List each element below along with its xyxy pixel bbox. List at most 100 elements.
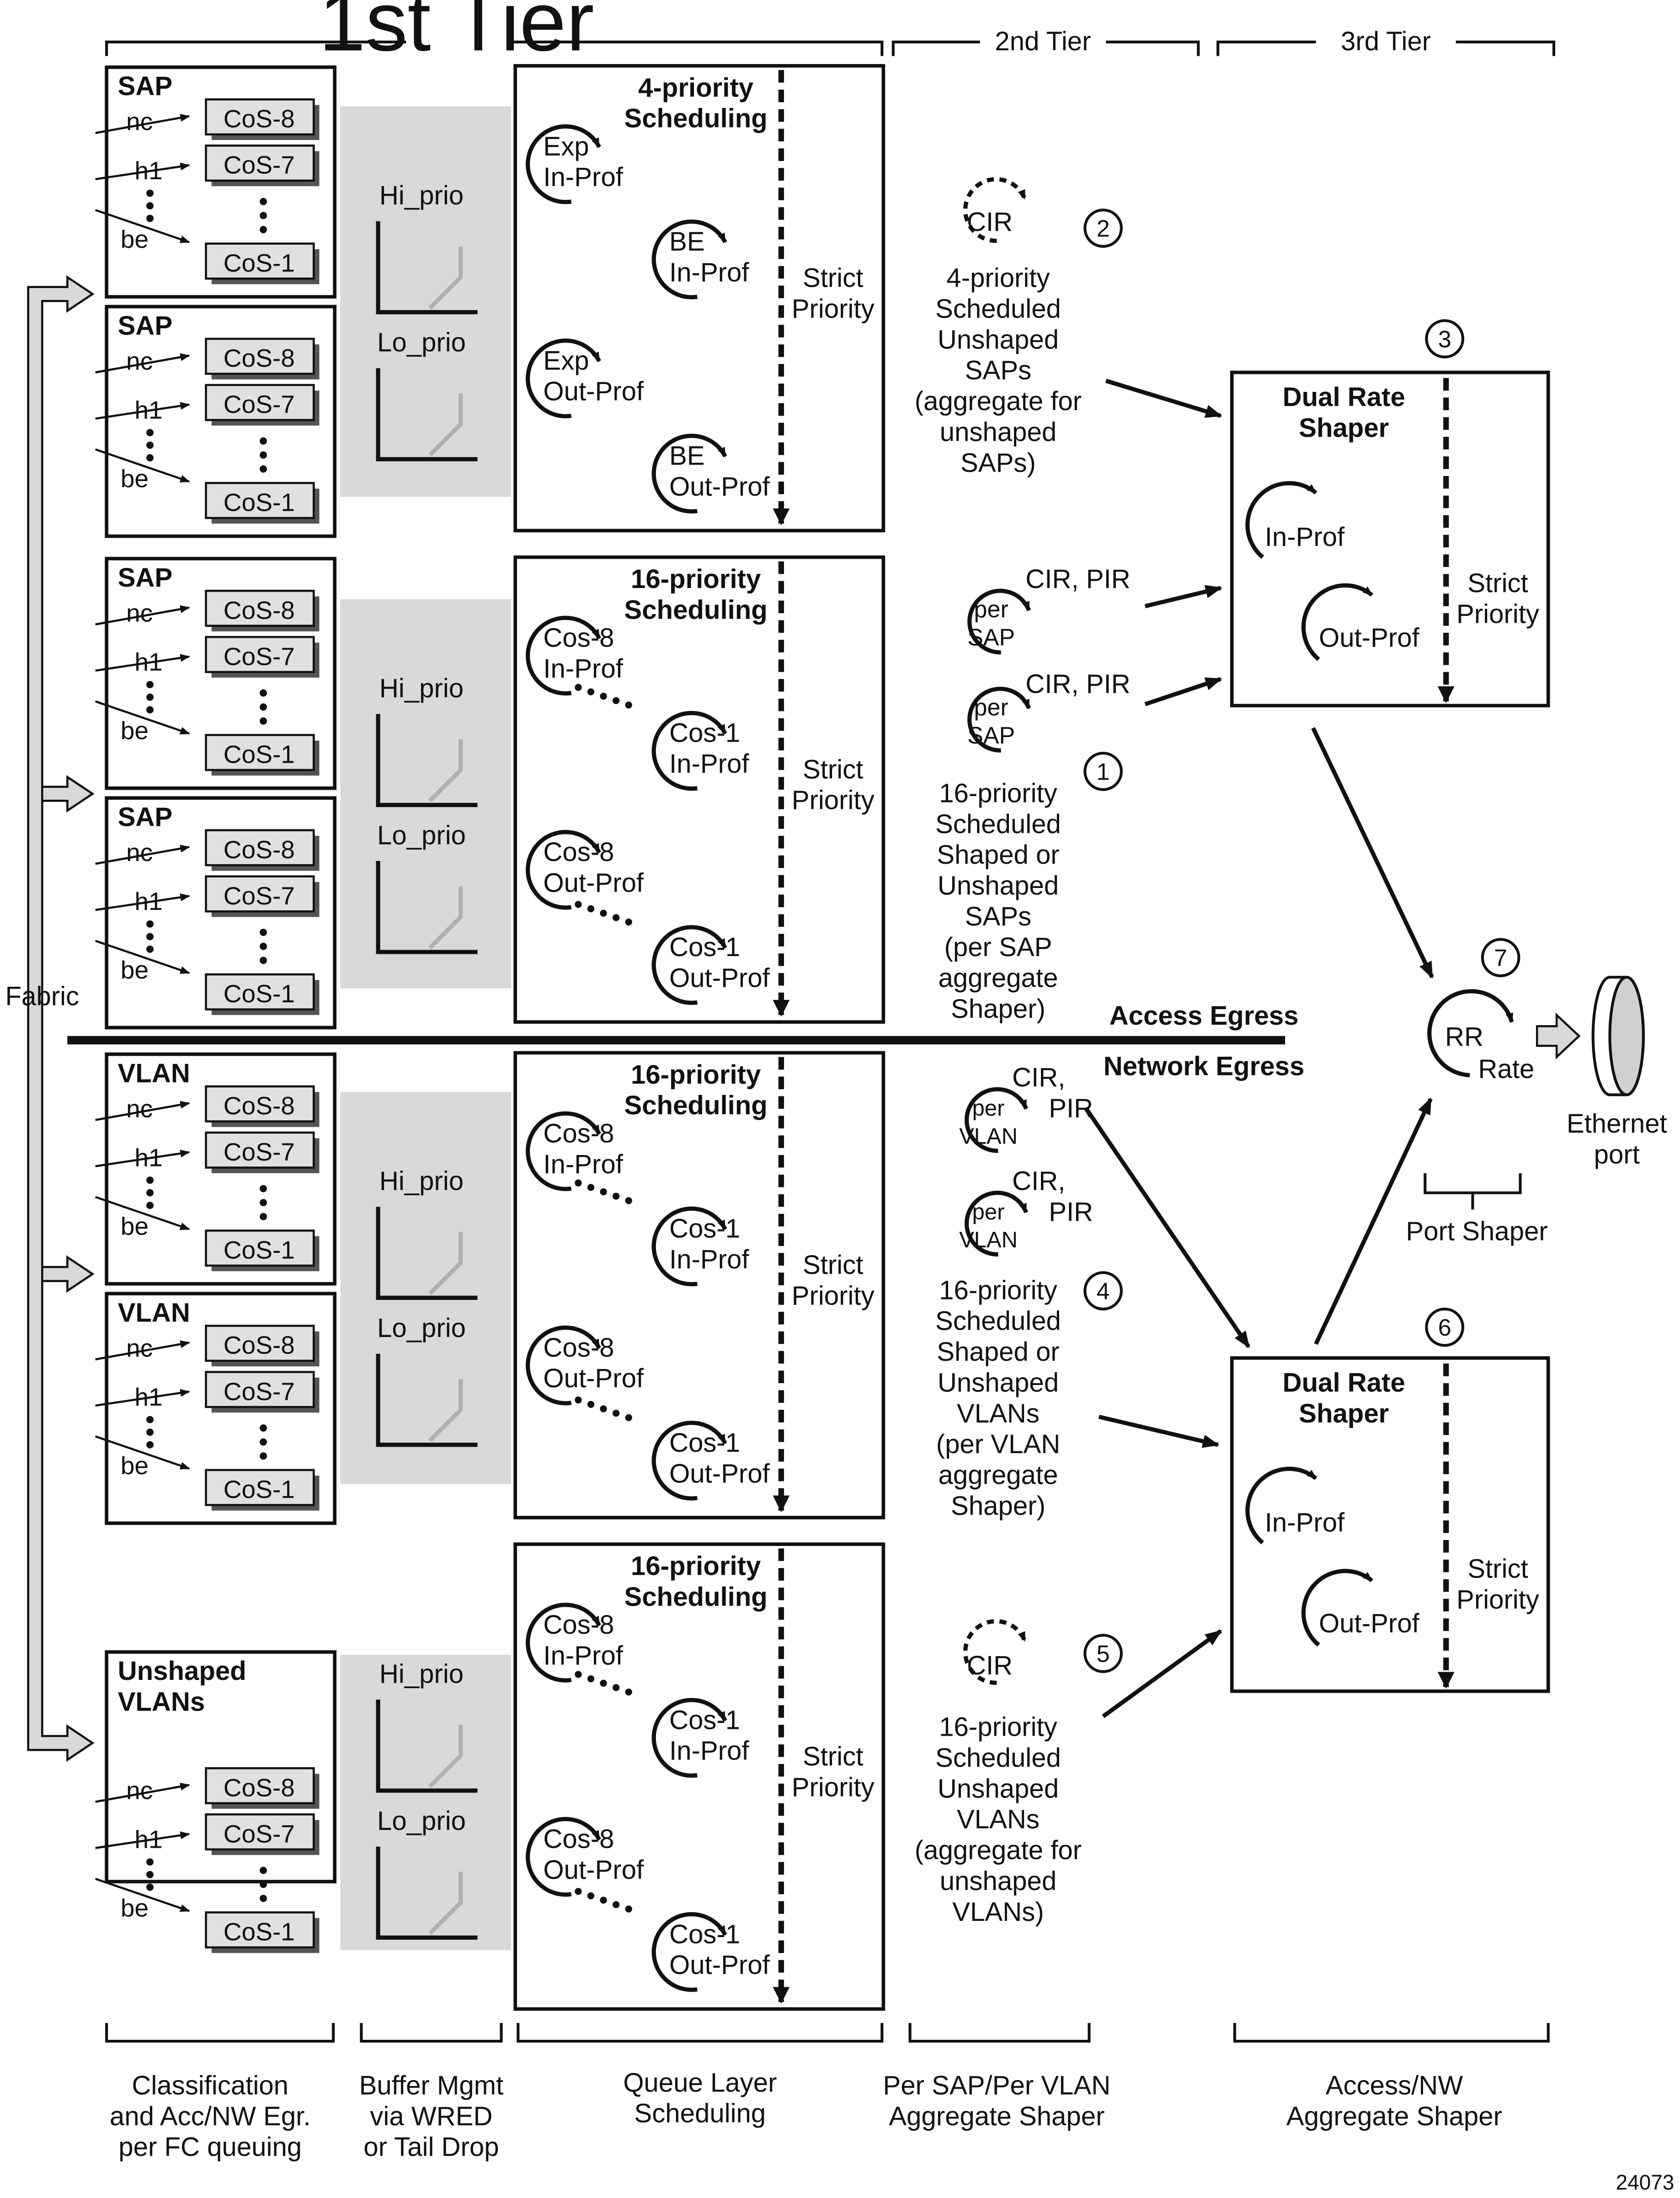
strict-label: Strict: [803, 1742, 863, 1771]
description-line: (per VLAN: [936, 1429, 1061, 1459]
strict-label: Priority: [792, 786, 875, 815]
step-number: 3: [1438, 326, 1451, 353]
description-line: Scheduled: [935, 809, 1061, 839]
step-number: 6: [1438, 1315, 1451, 1341]
description-line: Unshaped: [938, 1774, 1059, 1803]
step-marker: 7: [1481, 938, 1520, 978]
cos-queue: CoS-7: [205, 144, 320, 187]
description-line: 4-priority: [946, 263, 1050, 293]
h1-label: h1: [134, 887, 162, 915]
in-prof-label: In-Prof: [1265, 1508, 1345, 1538]
step-marker: 3: [1425, 319, 1465, 358]
description-line: Shaped or: [937, 840, 1059, 870]
queue-name: Cos-8: [543, 623, 614, 653]
be-label: be: [121, 956, 149, 984]
cos-label: CoS-1: [224, 979, 295, 1008]
footer-col3-line: Scheduling: [634, 2099, 766, 2128]
scheduling-title: Scheduling: [624, 1091, 767, 1120]
description-line: aggregate: [939, 963, 1058, 993]
queue-profile: Out-Prof: [669, 963, 770, 993]
cir-pir-label: CIR, PIR: [1025, 669, 1130, 699]
dual-rate-shaper: Dual RateShaperStrictPriorityIn-ProfOut-…: [1230, 370, 1550, 707]
in-prof-loop-icon: [1245, 481, 1317, 559]
queue-name: BE: [669, 227, 705, 257]
queue-name: Cos-1: [669, 718, 740, 748]
shaper-title: Dual Rate: [1283, 382, 1405, 412]
footer-col2-line: Buffer Mgmt: [359, 2070, 504, 2100]
be-label: be: [121, 717, 149, 745]
footer-col1-line: Classification: [132, 2070, 288, 2100]
cos-label: CoS-1: [224, 740, 295, 769]
queue-profile: In-Prof: [669, 1245, 749, 1274]
cos-queue: CoS-7: [205, 1131, 320, 1173]
nc-label: nc: [126, 838, 153, 866]
wred-curve-icon: [376, 1353, 478, 1447]
ethernet-port-icon: [1591, 976, 1645, 1096]
port-scheduler: RR Rate Ethernet port Port Shaper: [1406, 976, 1667, 1246]
description-line: Shaper): [951, 994, 1045, 1024]
shaper-title: Shaper: [1299, 1399, 1389, 1428]
queue-loop-icon: [651, 433, 727, 514]
description-line: Unshaped: [938, 325, 1059, 354]
cos-queue: CoS-1: [205, 1469, 320, 1511]
strict-label: Strict: [1467, 568, 1528, 598]
footer-col4-line: Aggregate Shaper: [889, 2102, 1104, 2131]
queue-profile: Out-Prof: [669, 1950, 770, 1980]
wred-curve-icon: [376, 368, 478, 461]
cos-queue: CoS-1: [205, 734, 320, 776]
step-marker: 5: [1083, 1634, 1123, 1673]
box-title: SAP: [118, 802, 173, 832]
nc-label: nc: [126, 347, 153, 375]
rr-label: RR: [1445, 1022, 1483, 1052]
description-line: Scheduled: [935, 294, 1061, 324]
per-sap-loop-icon: [967, 686, 1031, 753]
ethernet-label-1: Ethernet: [1567, 1109, 1667, 1139]
h1-label: h1: [134, 648, 162, 676]
queue-profile: In-Prof: [543, 1641, 623, 1670]
footer-col2-line: or Tail Drop: [363, 2132, 499, 2162]
h1-label: h1: [134, 156, 162, 185]
queue-name: Cos-1: [669, 1920, 740, 1949]
queue-loop-icon: [651, 925, 727, 1005]
be-label: be: [121, 1212, 149, 1240]
queue-name: BE: [669, 441, 705, 471]
second-tier: CIR per SAP CIR, PIR per SAP CIR, PIR pe…: [915, 177, 1131, 1927]
scheduling-title: Scheduling: [624, 1582, 767, 1612]
cir-unshaped-saps: CIR: [963, 177, 1027, 243]
step-marker: 6: [1425, 1307, 1465, 1347]
cos-label: CoS-1: [224, 249, 295, 277]
nc-label: nc: [126, 1334, 153, 1362]
cos-label: CoS-7: [224, 882, 295, 910]
box-title: SAP: [118, 71, 173, 101]
port-shaper-bracket: [1424, 1173, 1522, 1194]
description-line: Unshaped: [938, 1368, 1059, 1397]
box-title: SAP: [118, 563, 173, 593]
step-number: 1: [1097, 759, 1110, 785]
cos-queue: CoS-1: [205, 1230, 320, 1272]
box-title: VLANs: [118, 1687, 205, 1717]
figure-id: 24073: [1616, 2171, 1675, 2194]
queue-loop-icon: [526, 1603, 601, 1683]
be-label: be: [121, 1894, 149, 1922]
cir-label: CIR: [967, 1651, 1013, 1680]
per-vlan-loop-icon: [965, 1191, 1028, 1257]
cos-label: CoS-1: [224, 1918, 295, 1946]
strict-label: Strict: [803, 1250, 863, 1280]
per-sap-shaper-2: per SAP CIR, PIR: [967, 669, 1131, 753]
strict-label: Priority: [1456, 1585, 1539, 1615]
vlan-label: VLAN: [959, 1124, 1018, 1149]
in-prof-loop-icon: [1245, 1466, 1317, 1545]
description-line: Shaped or: [937, 1337, 1059, 1367]
cos-queue: CoS-8: [205, 1085, 320, 1127]
strict-label: Priority: [792, 1772, 875, 1802]
footer-col5-line: Aggregate Shaper: [1286, 2102, 1502, 2131]
description-line: unshaped: [940, 417, 1056, 447]
h1-label: h1: [134, 1143, 162, 1171]
scheduling-title: 16-priority: [631, 1551, 761, 1581]
nc-label: nc: [126, 599, 153, 627]
